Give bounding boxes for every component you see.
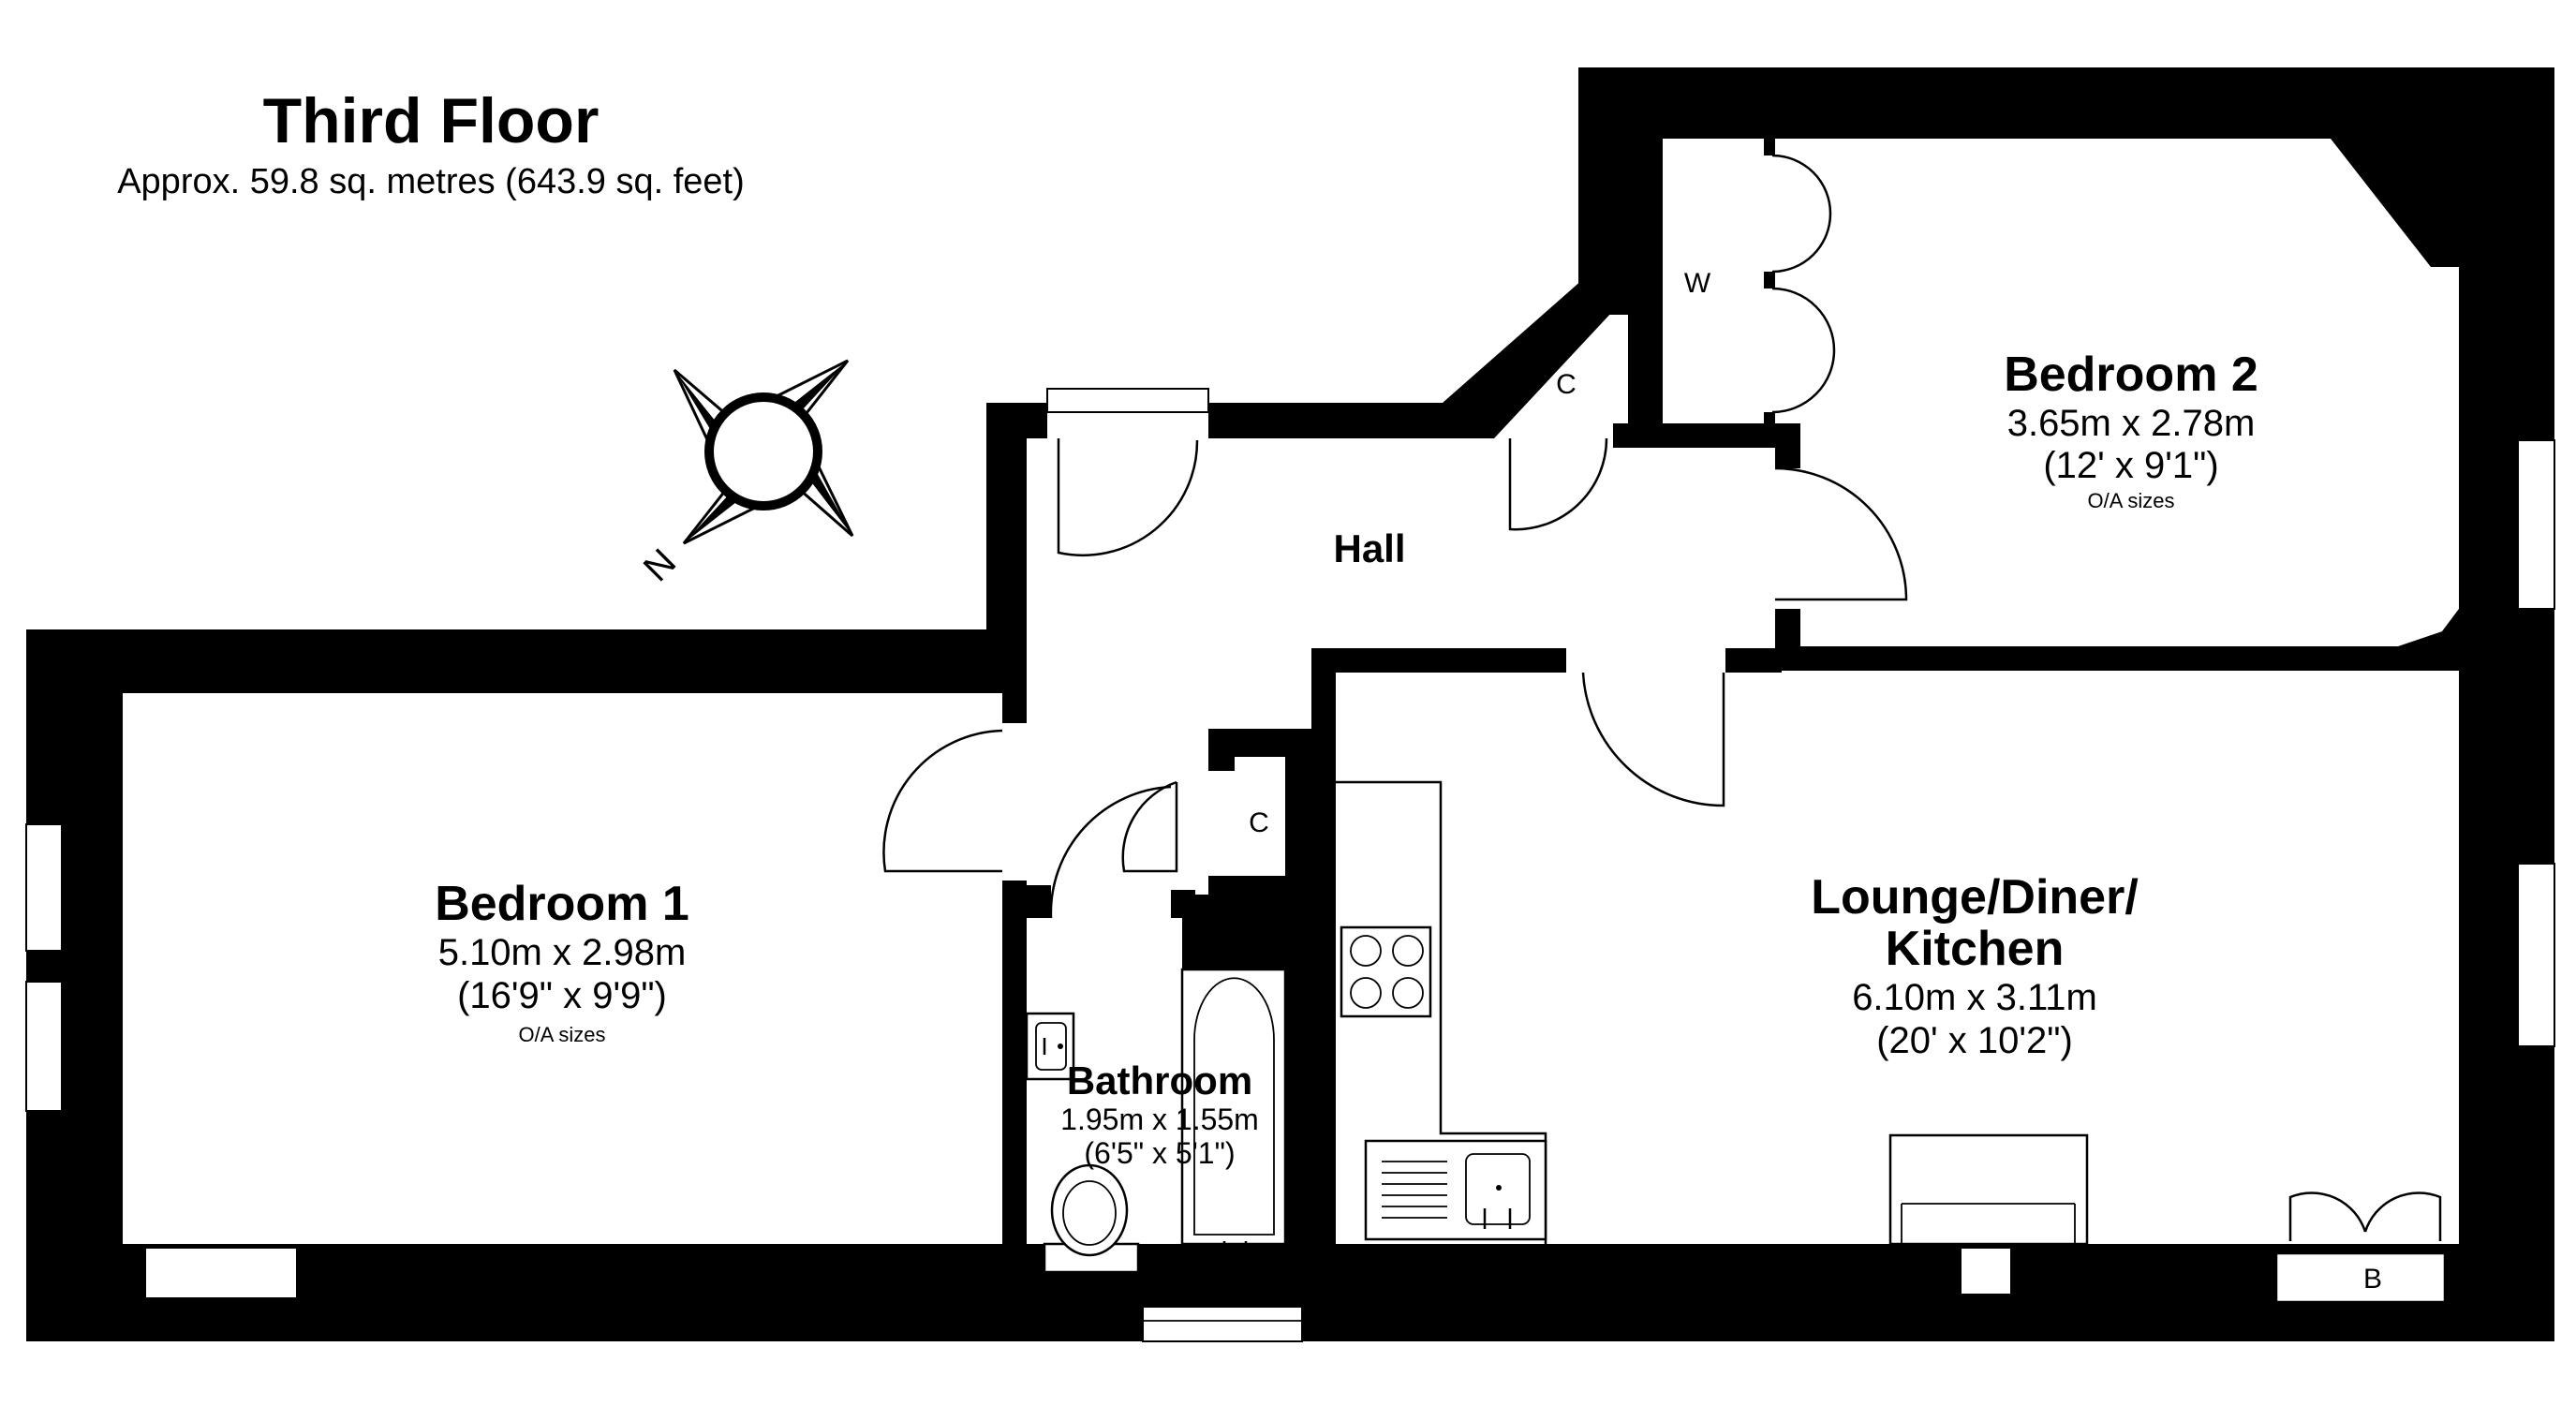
room-name-bedroom2: Bedroom 2: [2004, 348, 2258, 402]
room-name-lounge-line1: Lounge/Diner/: [1811, 870, 2139, 925]
fireplace-unit: [1888, 1133, 2089, 1246]
plan-title: Third Floor: [263, 85, 600, 156]
room-metric-bedroom2: 3.65m x 2.78m: [2007, 403, 2256, 444]
room-name-bathroom: Bathroom: [1067, 1058, 1252, 1103]
compass-icon: N: [636, 359, 854, 590]
room-bathroom: Bathroom 1.95m x 1.55m (6'5" x 5'1"): [1060, 1058, 1259, 1170]
wardrobe-label: W: [1684, 268, 1711, 299]
room-name-lounge-line2: Kitchen: [1886, 922, 2065, 976]
doors: [882, 154, 2442, 1241]
boiler-label: B: [2363, 1264, 2382, 1295]
compass-north-label: N: [636, 541, 685, 590]
room-name-bedroom1: Bedroom 1: [435, 877, 689, 931]
window-bedroom2: [2517, 439, 2555, 610]
window-hall: [1046, 388, 1209, 413]
window-bedroom1-lower: [25, 981, 63, 1112]
radiator-lounge: [1960, 1247, 2012, 1295]
radiator-bedroom1: [144, 1247, 298, 1299]
room-note-bedroom1: O/A sizes: [519, 1023, 606, 1046]
room-metric-bathroom: 1.95m x 1.55m: [1060, 1103, 1259, 1136]
room-metric-lounge: 6.10m x 3.11m: [1852, 977, 2097, 1018]
room-imperial-bathroom: (6'5" x 5'1"): [1084, 1136, 1235, 1170]
room-imperial-bedroom1: (16'9" x 9'9"): [457, 975, 667, 1016]
basin-icon: [1025, 1012, 1075, 1081]
kitchen-sink-icon: [1364, 1139, 1547, 1241]
window-lounge: [2517, 863, 2555, 1047]
room-bedroom2: Bedroom 2 3.65m x 2.78m (12' x 9'1") O/A…: [2004, 348, 2258, 512]
room-name-hall: Hall: [1333, 526, 1405, 570]
cupboard-label-bathroom: C: [1249, 807, 1269, 838]
room-lounge: Lounge/Diner/ Kitchen 6.10m x 3.11m (20'…: [1811, 870, 2139, 1061]
walls: [25, 67, 2555, 1342]
cupboard-label-hall: C: [1556, 369, 1577, 400]
window-bathroom: [1142, 1306, 1303, 1342]
plan-area-subtitle: Approx. 59.8 sq. metres (643.9 sq. feet): [117, 162, 745, 201]
room-note-bedroom2: O/A sizes: [2088, 489, 2175, 512]
bath-icon: [1180, 968, 1287, 1246]
room-imperial-lounge: (20' x 10'2"): [1876, 1020, 2073, 1061]
window-bedroom1-upper: [25, 823, 63, 952]
room-imperial-bedroom2: (12' x 9'1"): [2043, 445, 2218, 486]
hob-icon: [1340, 925, 1432, 1018]
boiler-cupboard: [2274, 1251, 2447, 1304]
room-bedroom1: Bedroom 1 5.10m x 2.98m (16'9" x 9'9") O…: [435, 877, 689, 1046]
fixtures: [1025, 780, 2447, 1304]
room-metric-bedroom1: 5.10m x 2.98m: [438, 932, 687, 973]
